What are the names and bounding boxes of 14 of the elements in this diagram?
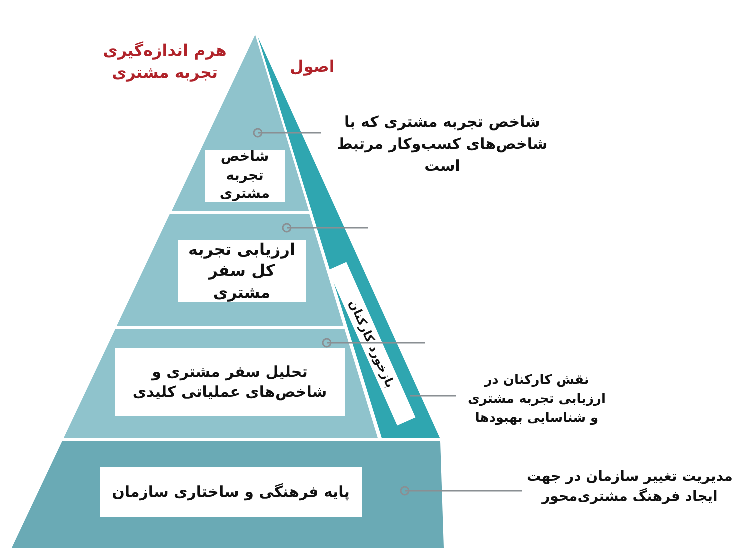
annotation-text: مدیریت تغییر سازمان در جهت ایجاد فرهنگ مشتری‌محور xyxy=(526,467,734,508)
leader-line xyxy=(410,395,456,397)
tier-label: تحلیل سفر مشتری و شاخص‌های عملیاتی کلیدی xyxy=(114,348,345,416)
tier-label: شاخص تجربه مشتری xyxy=(204,150,285,202)
pyramid-tier xyxy=(12,441,444,548)
annotation-text: نقش کارکنان در ارزیابی تجربه مشتری و شناسایی بهبودها xyxy=(462,372,612,429)
leader-line xyxy=(400,486,522,496)
pyramid-tier xyxy=(117,214,344,326)
heading: هرم اندازه‌گیری تجربه مشتری xyxy=(102,40,228,84)
tier-label: ارزیابی تجربه کل سفر مشتری xyxy=(178,240,306,302)
tier-label: پایه فرهنگی و ساختاری سازمان xyxy=(100,467,362,517)
annotation-text: شاخص تجربه مشتری که با شاخص‌های کسب‌وکار مرتبط است xyxy=(325,112,560,178)
column-heading: اصول xyxy=(290,56,335,78)
leader-line xyxy=(253,128,321,138)
